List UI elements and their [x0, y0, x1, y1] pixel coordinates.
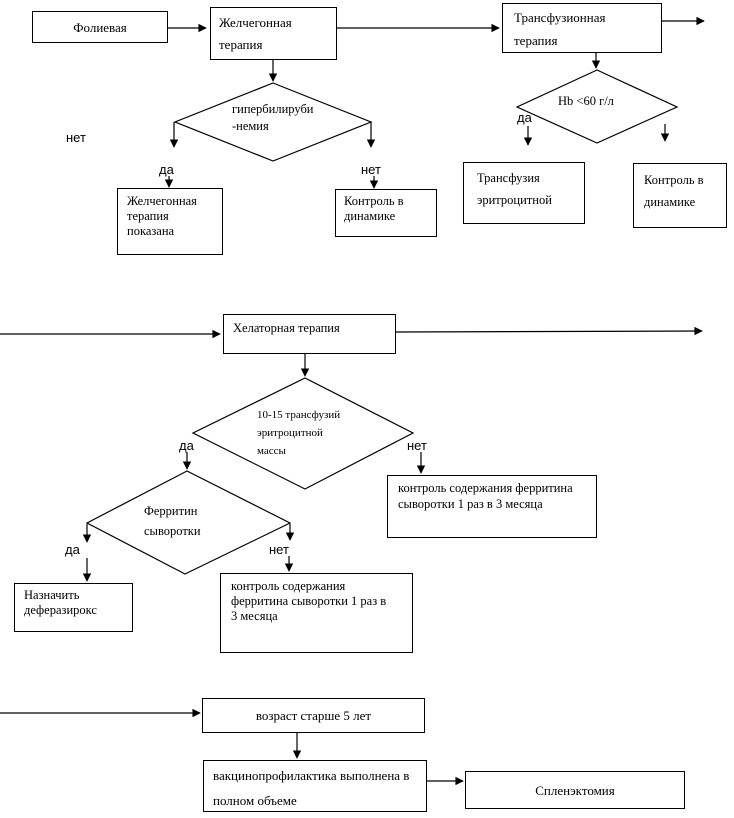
branch-label-no-hyperbili: нет: [361, 162, 381, 177]
node-folic: Фолиевая: [32, 11, 168, 43]
node-vaccination-complete: вакцинопрофилактика выполнена в полном о…: [203, 760, 427, 812]
branch-label-no-ferritin: нет: [269, 542, 289, 557]
node-ferritin-control-bottom: контроль содержания ферритина сыворотки …: [220, 573, 413, 653]
node-prescribe-deferasirox: Назначить деферазирокс: [14, 583, 133, 632]
arrow-chelation-exit-right: [395, 326, 703, 336]
decision-hb-shape: [515, 69, 679, 144]
decision-hyperbilirubinemia-shape: [173, 82, 373, 162]
branch-label-no-transfusions: нет: [407, 438, 427, 453]
node-cholagogue-therapy: Желчегонная терапия: [210, 7, 337, 60]
branch-label-yes-hb: да: [517, 110, 532, 125]
branch-label-yes-transfusions: да: [179, 438, 194, 453]
node-rbc-transfusion: Трансфузия эритроцитной: [463, 162, 585, 224]
node-transfusion-therapy: Трансфузионная терапия: [502, 3, 662, 53]
node-cholagogue-indicated: Желчегонная терапия показана: [117, 188, 223, 255]
node-splenectomy: Спленэктомия: [465, 771, 685, 809]
node-chelation-therapy: Хелаторная терапия: [223, 314, 396, 354]
decision-hb-label: Hb <60 г/л: [558, 94, 614, 108]
branch-label-no-floating: нет: [66, 130, 86, 145]
branch-label-yes-hyperbili: да: [159, 162, 174, 177]
decision-transfusions-shape: [191, 377, 415, 490]
decision-ferritin-label: Ферритин сыворотки: [144, 504, 201, 538]
node-age-over-5: возраст старше 5 лет: [202, 698, 425, 733]
decision-transfusions-label: 10-15 трансфузий эритроцитной массы: [257, 409, 341, 457]
node-ferritin-control-right: контроль содержания ферритина сыворотки …: [387, 475, 597, 538]
node-control-dynamics-2: Контроль в динамике: [633, 163, 727, 228]
branch-label-yes-ferritin: да: [65, 542, 80, 557]
decision-hyperbilirubinemia-label: гипербилируби -немия: [232, 102, 314, 133]
node-control-dynamics-1: Контроль в динамике: [335, 189, 437, 237]
decision-ferritin-shape: [85, 470, 292, 575]
